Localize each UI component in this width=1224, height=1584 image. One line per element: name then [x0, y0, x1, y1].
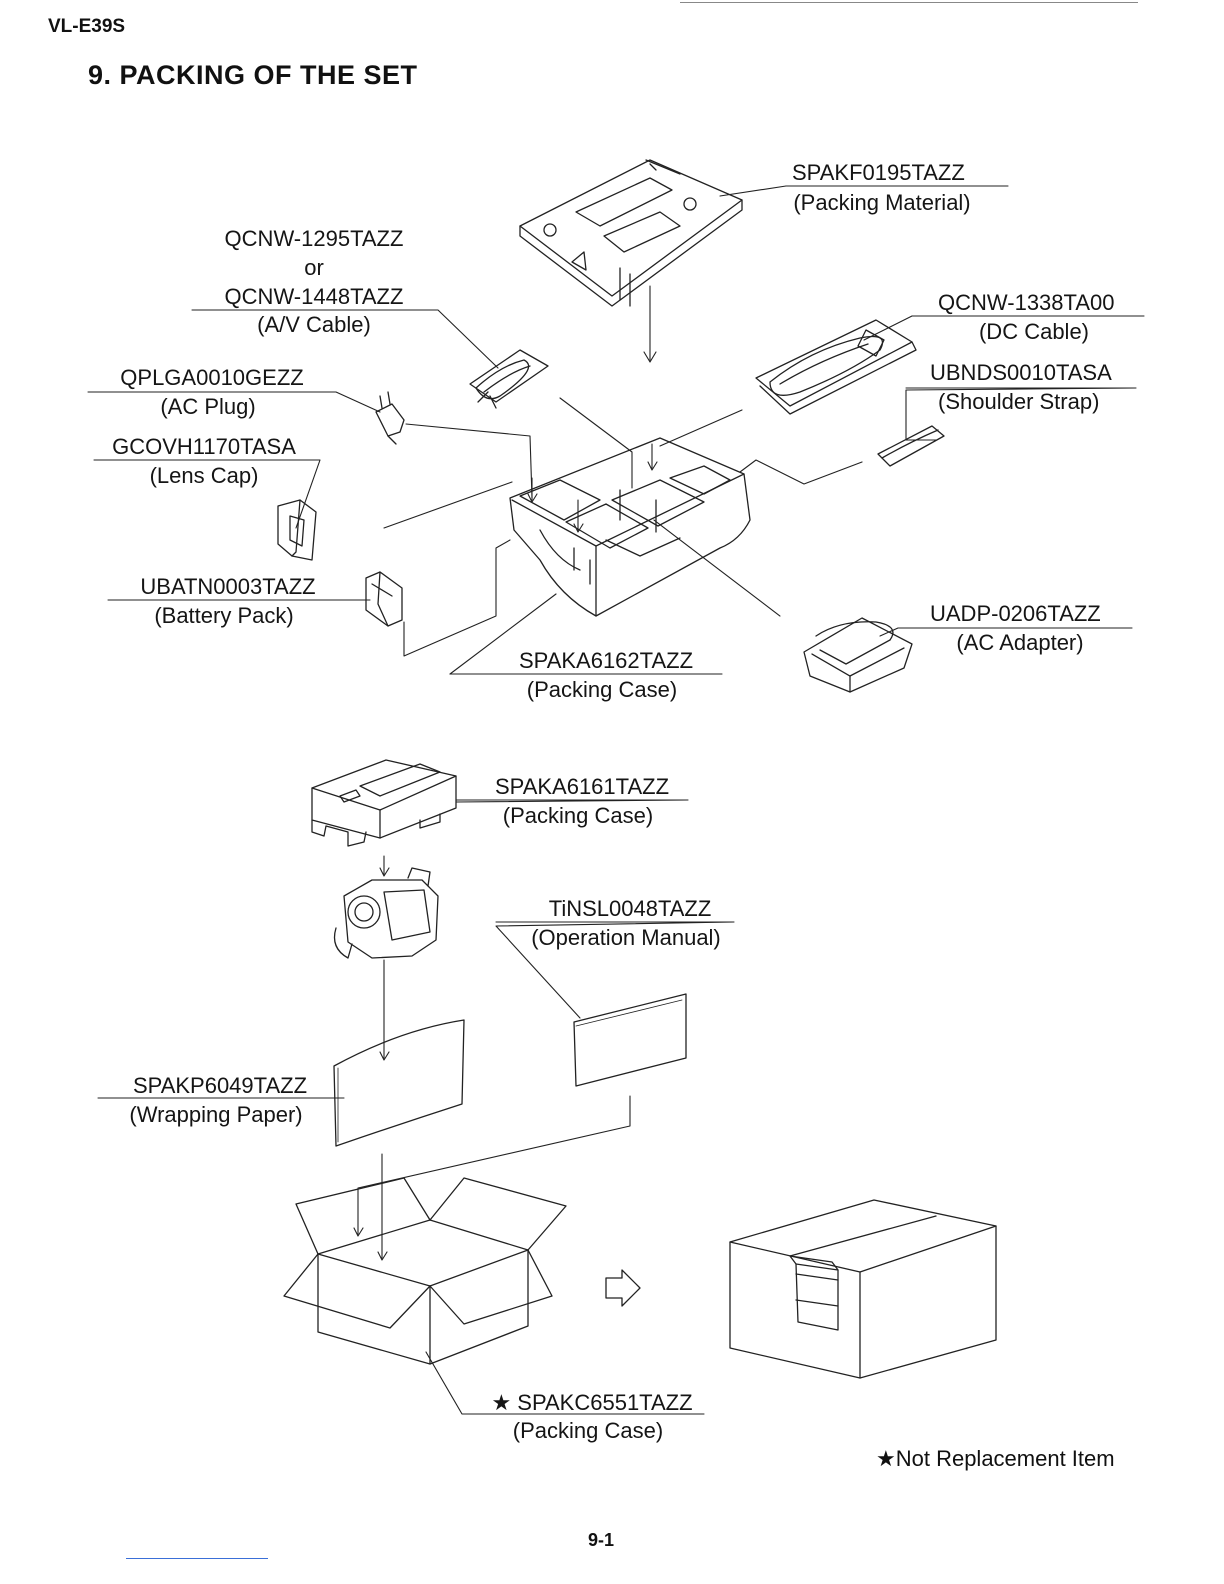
- part-desc-packing-case-c6551: (Packing Case): [512, 1418, 664, 1443]
- part-desc-packing-case-a6161: (Packing Case): [502, 803, 654, 828]
- header-rule: [680, 2, 1138, 3]
- part-code-uadp0206: UADP-0206TAZZ: [930, 601, 1101, 626]
- part-code-qcnw1295: QCNW-1295TAZZ: [224, 226, 404, 251]
- av-cable-illustration: [469, 349, 549, 409]
- part-code-spakc6551: ★ SPAKC6551TAZZ: [491, 1390, 693, 1415]
- next-step-arrow-icon: [605, 1269, 641, 1307]
- packing-case-a6162-illustration: [509, 437, 751, 617]
- camcorder-illustration: [333, 867, 439, 959]
- packing-case-a6161-illustration: [311, 759, 457, 847]
- lens-cap-illustration: [277, 499, 317, 561]
- part-desc-operation-manual: (Operation Manual): [531, 925, 721, 950]
- part-code-qcnw1338: QCNW-1338TA00: [938, 290, 1115, 315]
- model-number: VL-E39S: [48, 16, 126, 37]
- part-code-ubatn0003: UBATN0003TAZZ: [140, 574, 316, 599]
- part-code-ubnds0010: UBNDS0010TASA: [930, 360, 1112, 385]
- shoulder-strap-illustration: [877, 425, 945, 467]
- part-or-text: or: [304, 255, 324, 280]
- ac-plug-illustration: [375, 391, 405, 445]
- footer-rule: [126, 1558, 268, 1559]
- closed-carton-illustration: [729, 1199, 997, 1379]
- part-desc-av-cable: (A/V Cable): [257, 312, 371, 337]
- part-desc-wrapping-paper: (Wrapping Paper): [129, 1102, 303, 1127]
- leader-lines: [87, 185, 1145, 1415]
- open-carton-illustration: [283, 1177, 567, 1365]
- not-replacement-footnote: ★Not Replacement Item: [876, 1446, 1115, 1471]
- packing-material-illustration: [519, 159, 743, 307]
- part-code-qcnw1448: QCNW-1448TAZZ: [224, 284, 404, 309]
- dc-cable-illustration: [755, 319, 917, 415]
- part-desc-packing-material: (Packing Material): [793, 190, 971, 215]
- part-code-qplga0010: QPLGA0010GEZZ: [120, 365, 304, 390]
- part-code-gcovh1170: GCOVH1170TASA: [112, 434, 296, 459]
- part-desc-ac-adapter: (AC Adapter): [956, 630, 1084, 655]
- wrapping-paper-illustration: [333, 1019, 465, 1147]
- ac-adapter-illustration: [803, 617, 913, 693]
- part-code-spakp6049: SPAKP6049TAZZ: [132, 1073, 308, 1098]
- part-desc-lens-cap: (Lens Cap): [149, 463, 259, 488]
- part-code-spakf0195: SPAKF0195TAZZ: [792, 160, 965, 185]
- part-code-spaka6161: SPAKA6161TAZZ: [494, 774, 670, 799]
- part-desc-dc-cable: (DC Cable): [978, 319, 1090, 344]
- battery-pack-illustration: [365, 571, 403, 627]
- page-number: 9-1: [587, 1530, 615, 1550]
- operation-manual-illustration: [573, 993, 687, 1087]
- part-desc-shoulder-strap: (Shoulder Strap): [938, 389, 1100, 414]
- assembly-arrows: [353, 285, 658, 1261]
- part-code-tinsl0048: TiNSL0048TAZZ: [548, 896, 712, 921]
- part-desc-battery-pack: (Battery Pack): [154, 603, 294, 628]
- part-code-spaka6162: SPAKA6162TAZZ: [518, 648, 694, 673]
- part-desc-packing-case-a6162: (Packing Case): [526, 677, 678, 702]
- section-title: 9. PACKING OF THE SET: [88, 60, 418, 90]
- part-desc-ac-plug: (AC Plug): [160, 394, 256, 419]
